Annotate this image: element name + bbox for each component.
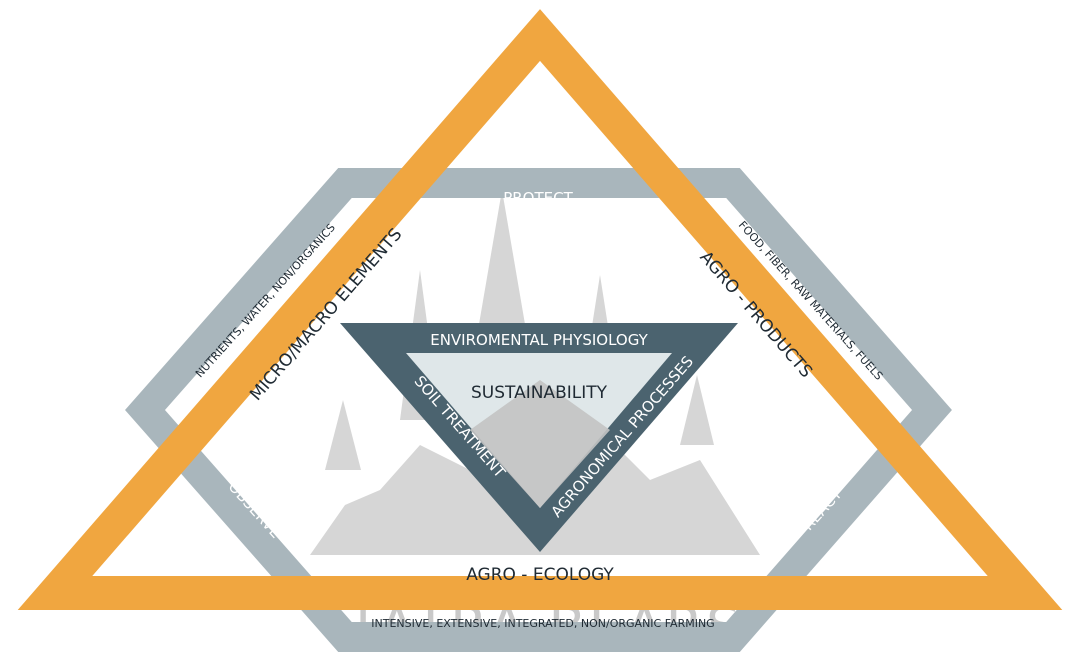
hexagon-band	[125, 168, 952, 652]
spire-4	[325, 400, 361, 470]
agro-ecology-label: AGRO - ECOLOGY	[466, 565, 614, 585]
outer-triangle	[17, 9, 1063, 610]
spire-1	[478, 190, 526, 330]
sustainability-label: SUSTAINABILITY	[471, 383, 608, 403]
farming-label: INTENSIVE, EXTENSIVE, INTEGRATED, NON/OR…	[371, 617, 714, 630]
enviromental-physiology-label: ENVIROMENTAL PHYSIOLOGY	[430, 331, 648, 349]
protect-label: PROTECT	[503, 189, 573, 207]
inner-triangle	[340, 323, 738, 552]
spire-5	[680, 375, 714, 445]
